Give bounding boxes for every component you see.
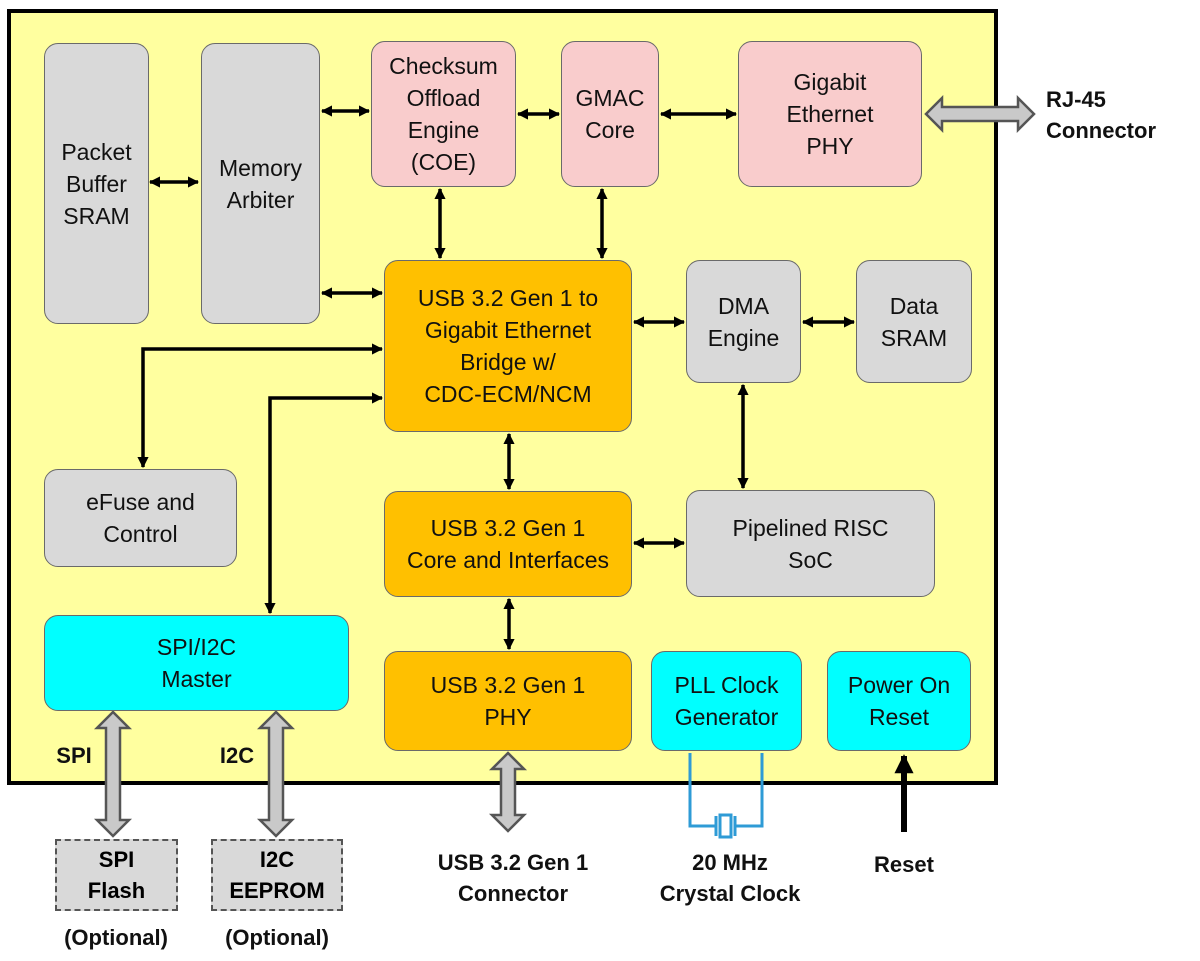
arrow-spi-bus: [93, 710, 133, 838]
i2c-eeprom-optional-label: (Optional): [225, 925, 329, 950]
pipelined-risc-soc-block: Pipelined RISC SoC: [686, 490, 935, 597]
i2c-bus-label: I2C: [219, 743, 255, 768]
arrow-bridge-spi-master: [264, 392, 384, 615]
pll-clock-generator-block: PLL Clock Generator: [651, 651, 802, 751]
memory-arbiter-label: Memory Arbiter: [218, 154, 303, 213]
checksum-offload-engine-label: Checksum Offload Engine (COE): [389, 53, 498, 175]
efuse-control-label: eFuse and Control: [86, 489, 195, 547]
spi-flash-optional-label: (Optional): [64, 925, 168, 950]
arrow-phy-rj45: [924, 94, 1036, 134]
i2c-eeprom-label: I2C EEPROM: [229, 847, 325, 903]
usb-ethernet-bridge-label: USB 3.2 Gen 1 to Gigabit Ethernet Bridge…: [417, 285, 599, 407]
spi-flash-label: SPI Flash: [87, 847, 146, 903]
usb-core-interfaces-block: USB 3.2 Gen 1 Core and Interfaces: [384, 491, 632, 597]
spi-bus-label: SPI: [56, 743, 92, 768]
usb-phy-block: USB 3.2 Gen 1 PHY: [384, 651, 632, 751]
power-on-reset-block: Power On Reset: [827, 651, 971, 751]
i2c-eeprom-box: I2C EEPROM: [211, 839, 343, 911]
efuse-control-block: eFuse and Control: [44, 469, 237, 567]
spi-flash-box: SPI Flash: [55, 839, 178, 911]
power-on-reset-label: Power On Reset: [847, 672, 951, 730]
gmac-core-label: GMAC Core: [575, 85, 645, 143]
spi-i2c-master-block: SPI/I2C Master: [44, 615, 349, 711]
pll-clock-generator-label: PLL Clock Generator: [674, 672, 779, 730]
rj45-connector-label: RJ-45 Connector: [1046, 87, 1156, 143]
dma-engine-label: DMA Engine: [707, 292, 780, 351]
gigabit-ethernet-phy-block: Gigabit Ethernet PHY: [738, 41, 922, 187]
usb-phy-label: USB 3.2 Gen 1 PHY: [430, 672, 586, 730]
usb-connector-label: USB 3.2 Gen 1 Connector: [437, 850, 589, 906]
arrow-i2c-bus: [256, 710, 296, 838]
data-sram-block: Data SRAM: [856, 260, 972, 383]
usb-ethernet-bridge-block: USB 3.2 Gen 1 to Gigabit Ethernet Bridge…: [384, 260, 632, 432]
gigabit-ethernet-phy-label: Gigabit Ethernet PHY: [786, 69, 874, 159]
arrow-usb-connector: [488, 751, 528, 833]
arrow-bridge-efuse: [137, 343, 384, 469]
pipelined-risc-soc-label: Pipelined RISC SoC: [732, 514, 889, 573]
usb-core-interfaces-label: USB 3.2 Gen 1 Core and Interfaces: [406, 515, 609, 573]
memory-arbiter-block: Memory Arbiter: [201, 43, 320, 324]
crystal-symbol: [688, 753, 764, 839]
gmac-core-block: GMAC Core: [561, 41, 659, 187]
dma-engine-block: DMA Engine: [686, 260, 801, 383]
packet-buffer-sram-block: Packet Buffer SRAM: [44, 43, 149, 324]
data-sram-label: Data SRAM: [880, 292, 948, 351]
checksum-offload-engine-block: Checksum Offload Engine (COE): [371, 41, 516, 187]
reset-label: Reset: [874, 852, 934, 877]
spi-i2c-master-label: SPI/I2C Master: [156, 634, 237, 692]
packet-buffer-sram-label: Packet Buffer SRAM: [61, 138, 132, 229]
crystal-clock-label: 20 MHz Crystal Clock: [659, 850, 801, 906]
